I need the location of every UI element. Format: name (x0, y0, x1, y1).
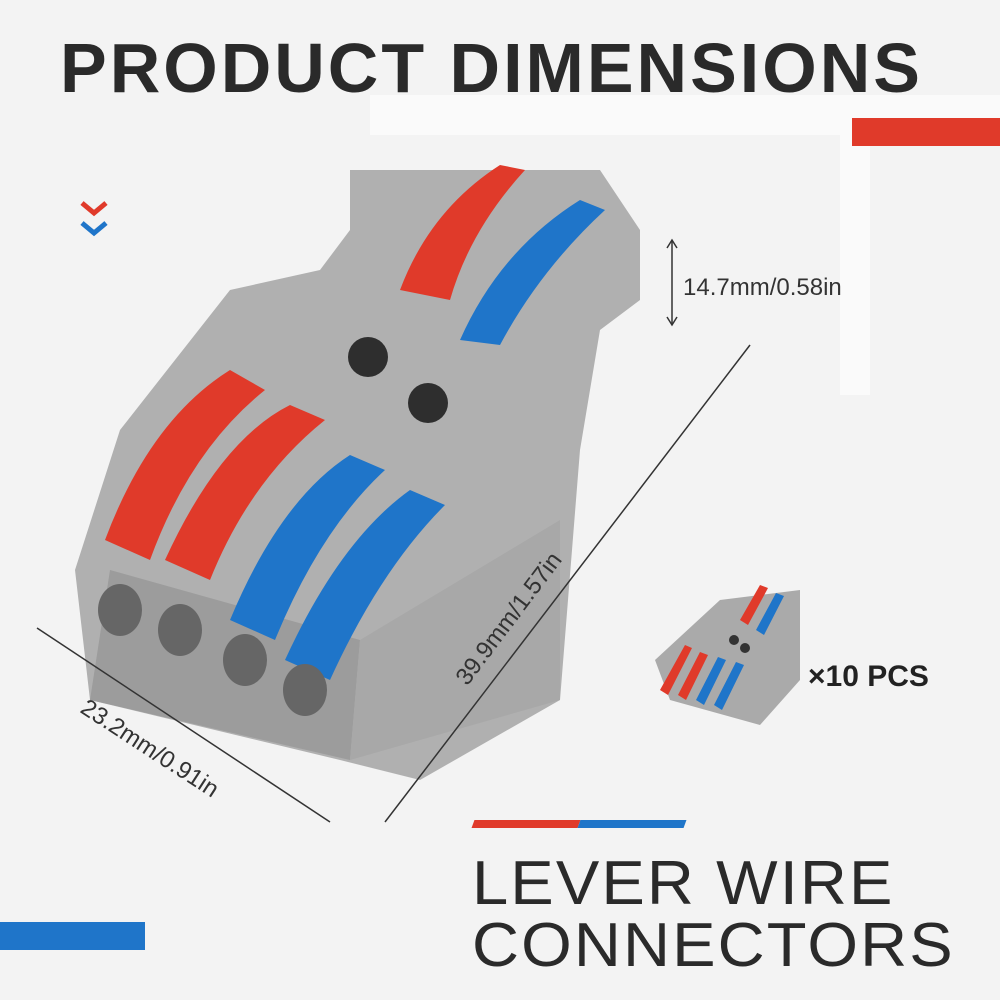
product-name-line1: LEVER WIRE (472, 849, 895, 918)
quantity-label: ×10 PCS (808, 660, 929, 693)
blue-accent-bar (0, 922, 145, 950)
height-dimension-label: 14.7mm/0.58in (683, 274, 842, 301)
red-accent-bar (852, 118, 1000, 146)
background-panel (840, 135, 870, 395)
product-name-line2: CONNECTORS (472, 911, 955, 980)
connector-thumbnail (655, 585, 800, 725)
page-title: PRODUCT DIMENSIONS (60, 29, 923, 107)
connector-large (75, 165, 640, 780)
chevron-down-icon (80, 201, 108, 237)
dimension-lines (36, 238, 751, 823)
